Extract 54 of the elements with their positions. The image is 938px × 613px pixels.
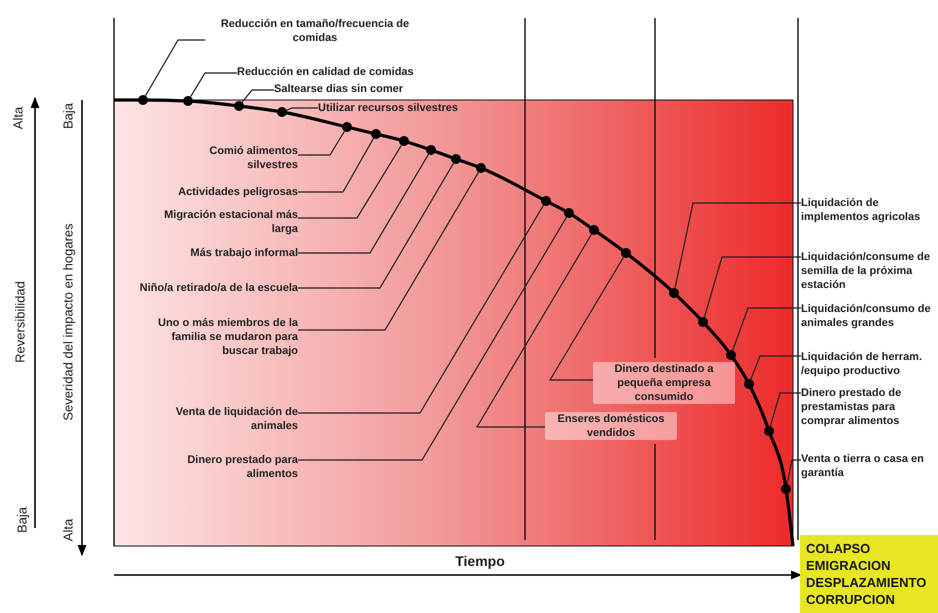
leader-line xyxy=(476,234,592,428)
strategy-label: Migración estacional más larga xyxy=(153,208,298,236)
leader-line xyxy=(286,107,318,111)
axis-label: Alta xyxy=(10,106,26,130)
leader-line xyxy=(145,39,205,96)
axis-label: Baja xyxy=(14,506,30,534)
outcome-text: CORRUPCION xyxy=(806,591,896,608)
leader-line xyxy=(674,202,801,288)
leader-line xyxy=(548,256,624,381)
axis-label: Reversibilidad xyxy=(12,281,28,363)
strategy-label: Liquidación/consume de semilla de la próxima estación xyxy=(801,250,937,292)
axis-label: Alta xyxy=(60,518,76,542)
outcome-text: EMIGRACION xyxy=(806,557,892,574)
strategy-label: Niño/a retirado/a de la escuela xyxy=(138,281,298,295)
leader-line xyxy=(298,154,429,254)
strategy-label: Más trabajo informal xyxy=(128,246,298,260)
strategy-label: Utilizar recursos silvestres xyxy=(318,101,503,115)
leader-line xyxy=(786,459,801,484)
leader-line xyxy=(298,205,544,414)
strategy-label: Dinero destinado a pequeña empresa consumido xyxy=(593,362,735,404)
outcome-text: DESPLAZAMIENTO xyxy=(806,574,928,591)
axis-label: Baja xyxy=(60,102,76,130)
leader-line xyxy=(190,72,237,98)
curve-point xyxy=(183,96,193,106)
strategy-label: Venta o tierra o casa en garantía xyxy=(801,452,937,480)
leader-line xyxy=(770,392,801,426)
outcome-text: COLAPSO xyxy=(806,540,872,557)
axis-title: Tiempo xyxy=(455,553,505,569)
outcome-box xyxy=(800,535,938,613)
strategy-label: Actividades peligrosas xyxy=(128,185,298,199)
strategy-label: Dinero prestado para alimentos xyxy=(158,453,298,481)
leader-line xyxy=(298,138,374,193)
strategy-label: Venta de liquidación de animales xyxy=(166,405,298,433)
strategy-label: Reducción en tamaño/frecuencia de comidas xyxy=(205,17,425,45)
leader-line xyxy=(298,130,345,156)
strategy-label: Reducción en calidad de comidas xyxy=(237,65,472,79)
strategy-label: Comió alimentos silvestres xyxy=(183,144,298,172)
leader-line xyxy=(298,144,402,219)
strategy-label: Liquidación de implementos agricolas xyxy=(801,196,937,224)
leader-line xyxy=(242,89,274,102)
leader-line xyxy=(298,216,567,461)
leader-line xyxy=(298,163,454,289)
strategy-label: Uno o más miembros de la familia se mudaron para buscar trabajo xyxy=(148,316,298,358)
leader-line xyxy=(750,355,801,380)
curve-point xyxy=(138,95,148,105)
leader-line xyxy=(298,172,479,331)
strategy-label: Liquidación/consumo de animales grandes xyxy=(801,302,937,330)
axis-label: Severidad del impacto en hogares xyxy=(60,223,76,421)
strategy-label: Saltearse dias sin comer xyxy=(274,82,424,96)
strategy-label: Liquidación de herram. /equipo productivo xyxy=(801,350,937,378)
strategy-label: Dinero prestado de prestamistas para comprar alimentos xyxy=(801,386,937,428)
leader-line xyxy=(732,307,801,350)
strategy-label: Enseres domésticos vendidos xyxy=(545,412,677,440)
leader-line xyxy=(704,256,801,318)
